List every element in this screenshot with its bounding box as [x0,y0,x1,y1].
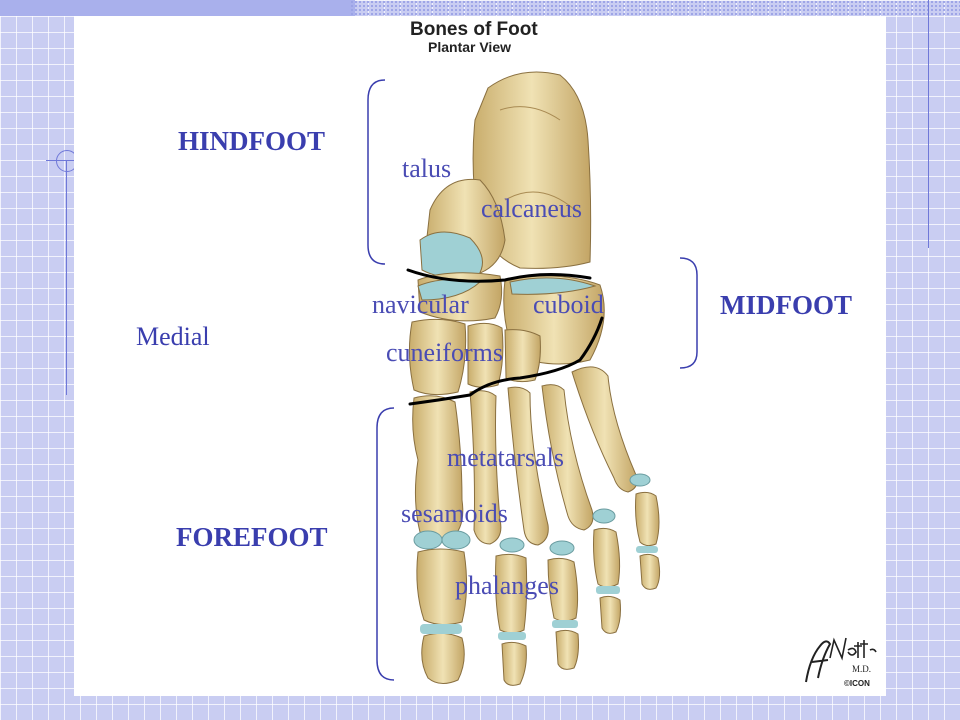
netter-signature: M.D. ©ICON [805,637,877,688]
cuneiforms-label: cuneiforms [386,338,503,367]
top-band [0,0,355,16]
plate-title: Bones of Foot [410,19,538,40]
midfoot-label: MIDFOOT [720,290,852,320]
right-guide-line [928,0,929,248]
top-dotted-band [350,0,960,16]
hindfoot-label: HINDFOOT [178,126,326,156]
left-guide-line [66,160,67,395]
cuboid-label: cuboid [533,290,604,319]
metatarsals-label: metatarsals [447,443,564,472]
hindfoot-bracket [367,79,386,265]
region-dividing-lines [406,268,604,406]
joint-cartilage [420,546,658,640]
plate-subtitle: Plantar View [428,39,512,55]
forefoot-label: FOREFOOT [176,522,328,552]
calcaneus-label: calcaneus [481,194,583,223]
sesamoids-label: sesamoids [401,499,508,528]
phalanx-bones [416,491,661,686]
phalanges-label: phalanges [455,571,559,600]
svg-text:M.D.: M.D. [852,664,871,674]
metatarsal-bones [412,366,638,546]
talus-label: talus [402,154,452,183]
navicular-label: navicular [372,290,469,319]
sesamoid-bones [413,473,651,556]
region-brackets [367,79,698,681]
forefoot-bracket [376,407,395,681]
svg-text:©ICON: ©ICON [844,679,870,688]
midfoot-bracket [679,257,698,369]
cuneiform-bones [408,318,541,396]
talus-bone [419,178,506,279]
medial-label: Medial [136,322,210,351]
